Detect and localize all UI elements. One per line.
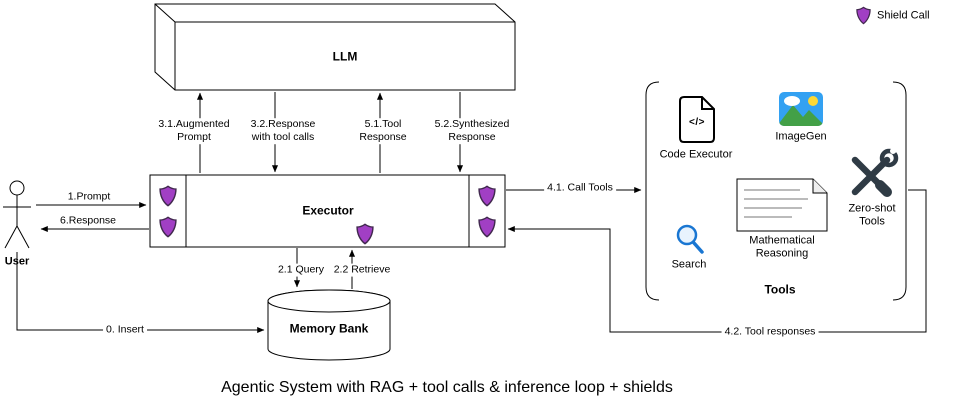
arrow-insert [16, 252, 265, 334]
legend-shield-icon [856, 6, 871, 25]
zero-shot-tools-icon [851, 142, 902, 197]
edge-label-tool-responses: 4.2. Tool responses [721, 325, 819, 339]
memory-bank-label: Memory Bank [289, 321, 369, 336]
code-executor-label: Code Executor [659, 148, 733, 161]
llm-label: LLM [332, 49, 358, 64]
code-glyph: </> [689, 116, 705, 128]
tools-bracket-right [892, 81, 907, 301]
edge-label-call-tools: 4.1. Call Tools [544, 181, 616, 195]
tools-group-caption: Tools [764, 282, 796, 297]
user-label: User [4, 255, 30, 268]
executor-label: Executor [302, 203, 354, 218]
imagegen-icon [779, 92, 823, 126]
executor-node [149, 174, 506, 248]
edge-label-response-with-tool-calls: 3.2.Response with tool calls [247, 118, 319, 144]
edge-label-prompt: 1.Prompt [67, 190, 111, 203]
code-file-icon [679, 96, 715, 143]
mathematical-reasoning-label: Mathematical Reasoning [749, 234, 815, 260]
edge-label-tool-response: 5.1.Tool Response [356, 118, 410, 144]
user-actor [3, 180, 31, 249]
zero-shot-tools-label: Zero-shot Tools [848, 202, 896, 228]
edge-label-retrieve: 2.2 Retrieve [330, 263, 394, 277]
legend-shield-label: Shield Call [877, 9, 930, 22]
edge-label-query: 2.1 Query [274, 263, 328, 277]
edge-label-augmented-prompt: 3.1.Augmented Prompt [155, 118, 233, 144]
memory-bank-node [267, 289, 391, 361]
edge-label-synthesized-response: 5.2.Synthesized Response [431, 118, 513, 144]
tools-bracket-left [645, 81, 660, 301]
math-document-icon [736, 178, 828, 232]
search-label: Search [671, 258, 707, 271]
edge-label-response: 6.Response [59, 214, 117, 227]
search-icon [676, 224, 704, 254]
llm-node [154, 3, 516, 91]
diagram-title: Agentic System with RAG + tool calls & i… [221, 379, 673, 396]
edge-label-insert: 0. Insert [103, 323, 147, 337]
imagegen-label: ImageGen [775, 130, 827, 143]
